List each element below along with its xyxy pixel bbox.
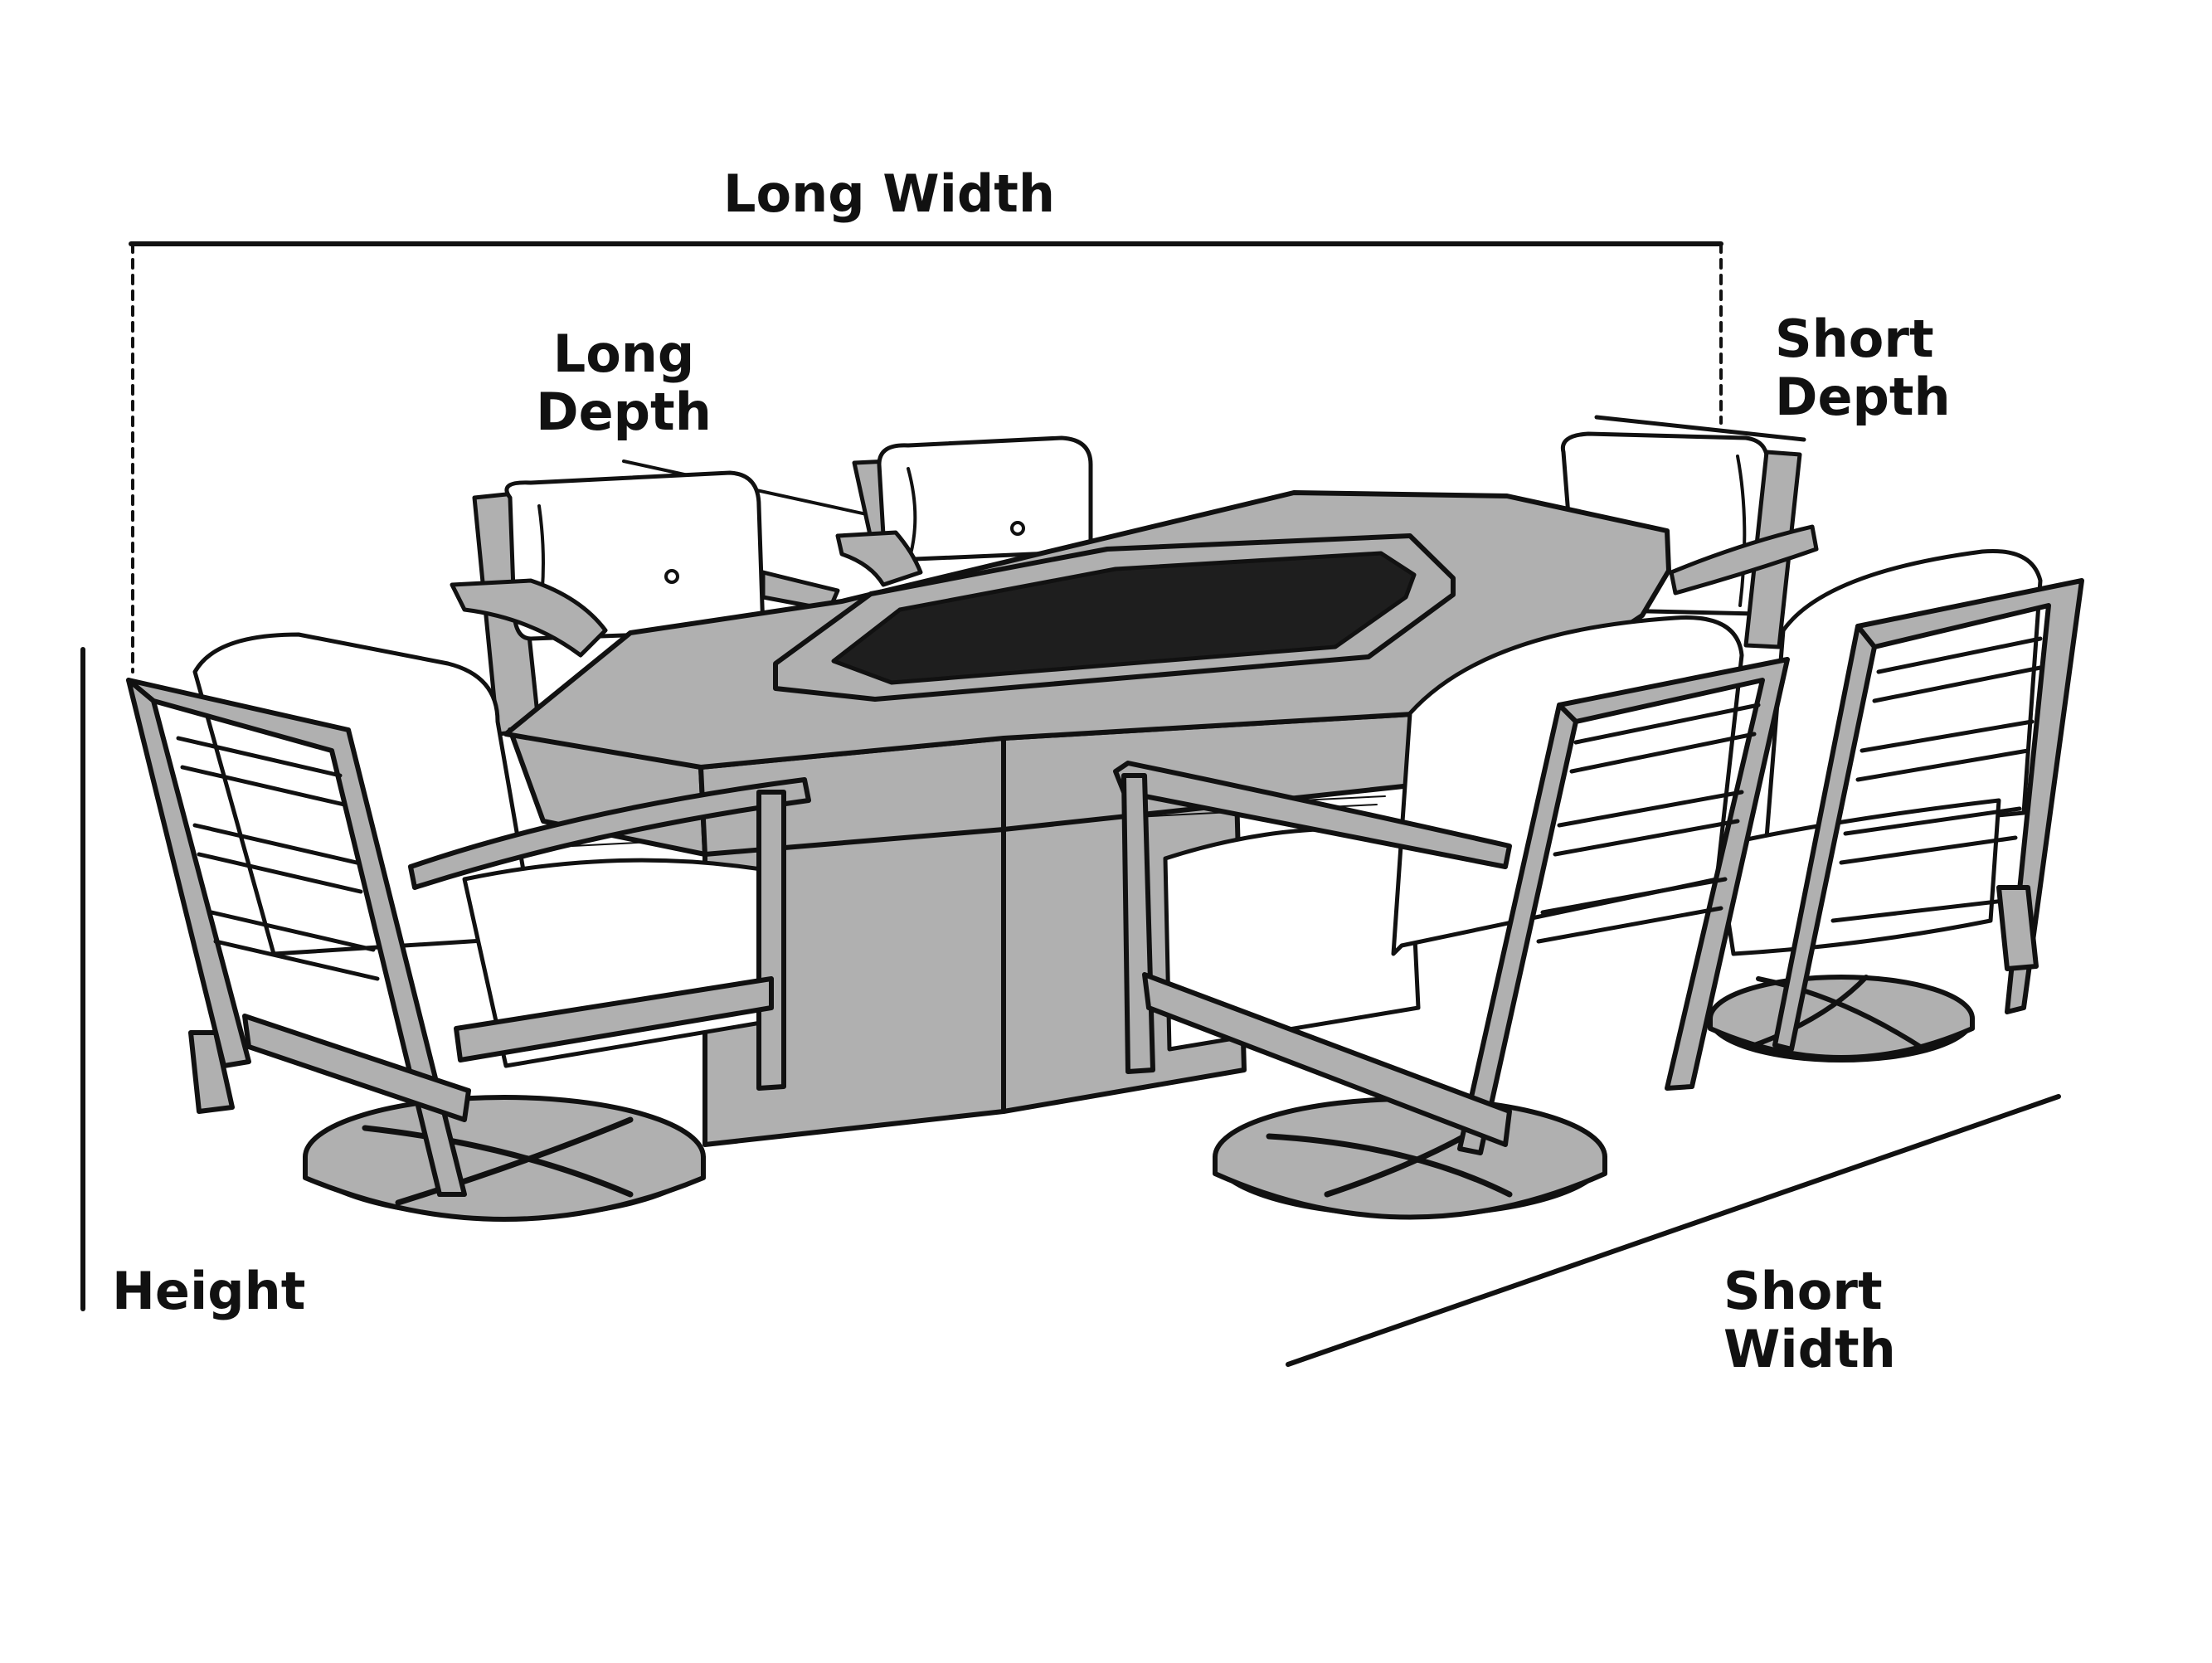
long-width-label: Long Width bbox=[723, 163, 1055, 224]
back-chair-center bbox=[835, 435, 1093, 587]
chair-front-far-right bbox=[1708, 548, 2084, 1062]
short-width-label-line1: Short bbox=[1723, 1261, 1883, 1321]
short-width-label-line2: Width bbox=[1723, 1319, 1896, 1379]
short-depth-line bbox=[1594, 415, 1806, 442]
dimension-labels: Long Width Long Depth Short Depth Height… bbox=[112, 163, 1951, 1379]
short-width-line bbox=[1286, 1094, 2061, 1367]
long-depth-label-line1: Long bbox=[553, 323, 695, 384]
back-chair-left bbox=[450, 470, 840, 737]
long-depth-label-line2: Depth bbox=[536, 382, 712, 442]
short-depth-label-line2: Depth bbox=[1775, 367, 1951, 427]
chair-front-right bbox=[1113, 615, 1790, 1220]
chair-front-left bbox=[126, 632, 811, 1222]
short-depth-label-line1: Short bbox=[1775, 309, 1934, 369]
height-label: Height bbox=[112, 1261, 305, 1321]
fire-pit-glass bbox=[831, 551, 1417, 685]
